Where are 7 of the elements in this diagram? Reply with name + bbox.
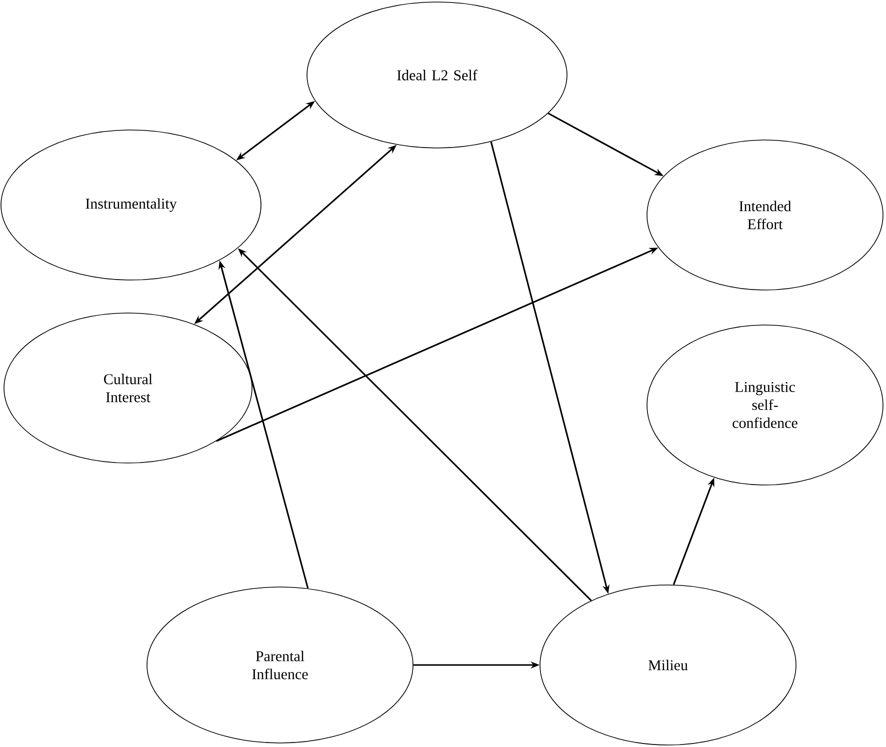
ellipse-node: Parental Influence bbox=[146, 586, 414, 744]
ellipse-node: Cultural Interest bbox=[4, 312, 252, 464]
ellipse-node: Linguistic self-confidence bbox=[646, 324, 884, 486]
ellipse-node: Ideal L2 Self bbox=[306, 2, 568, 148]
ellipse-node: Milieu bbox=[540, 584, 796, 746]
ellipse-node: Instrumentality bbox=[0, 130, 262, 280]
ellipse-node: Intended Effort bbox=[646, 140, 884, 290]
